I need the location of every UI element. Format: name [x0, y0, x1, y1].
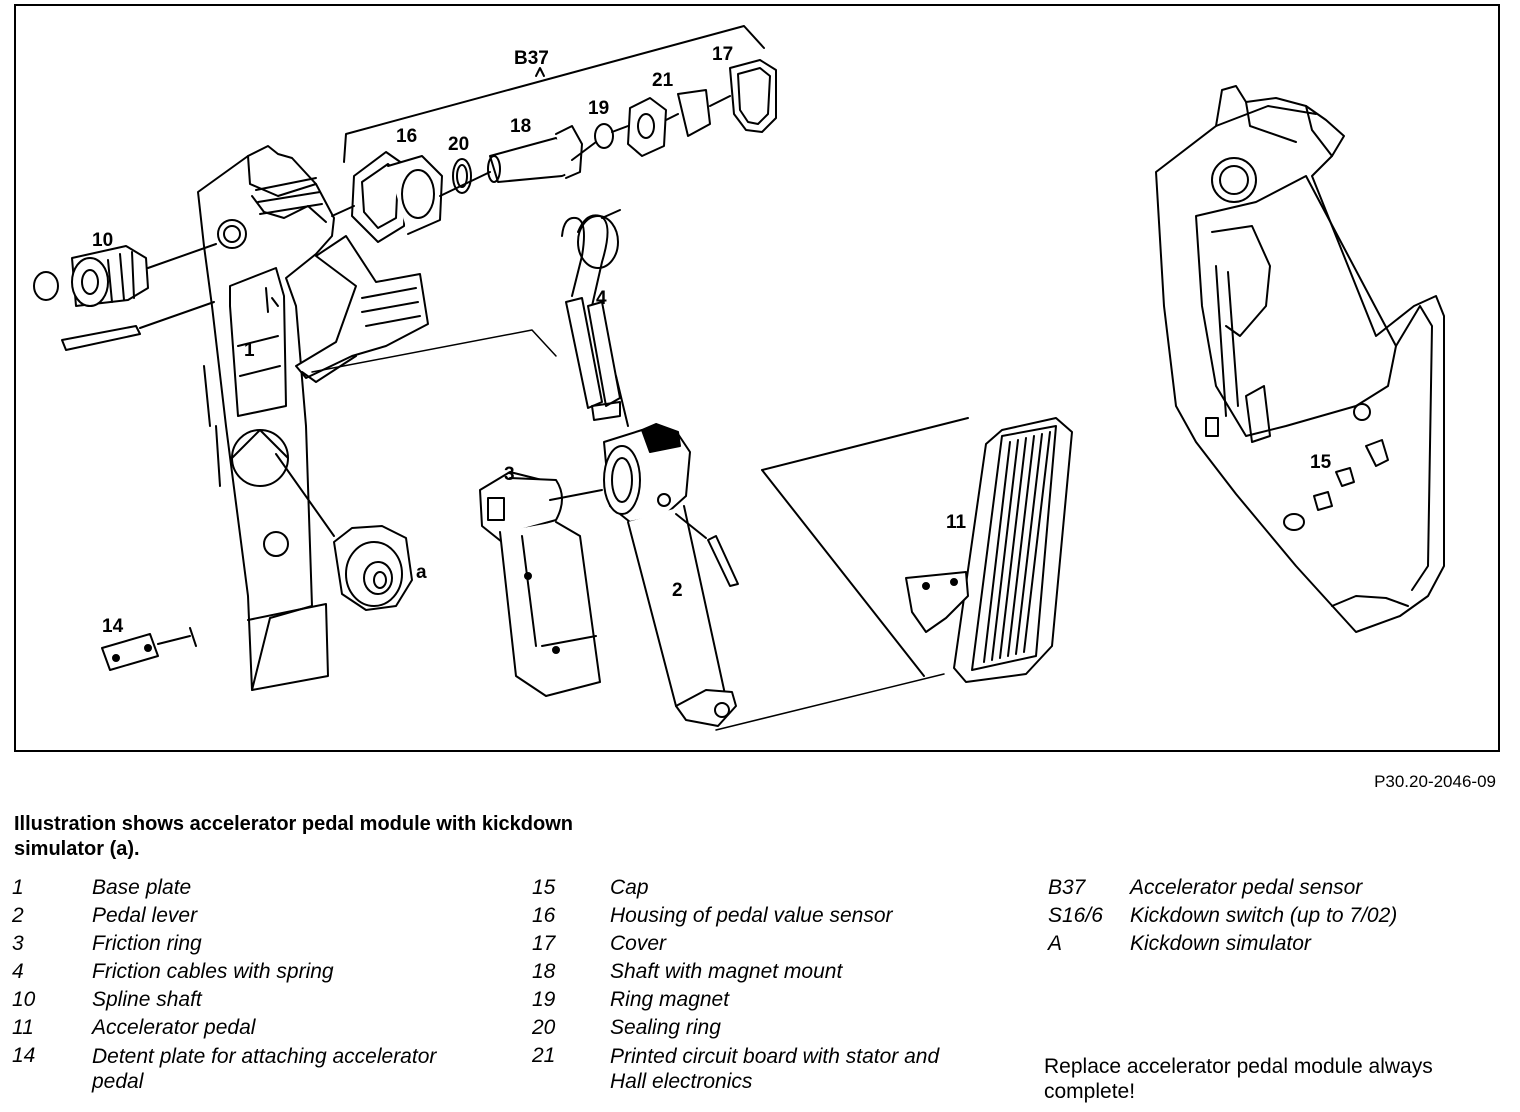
legend-item: 1 Base plate: [12, 876, 492, 904]
legend-item-text: Kickdown simulator: [1130, 932, 1311, 955]
legend-item-text: Shaft with magnet mount: [610, 960, 843, 983]
figure-caption: Illustration shows accelerator pedal mod…: [14, 813, 574, 860]
legend-item: 19 Ring magnet: [532, 988, 992, 1016]
legend-item-number: 10: [12, 988, 36, 1011]
label-10: 10: [92, 230, 113, 251]
legend-item: 18 Shaft with magnet mount: [532, 960, 992, 988]
legend-item: 4 Friction cables with spring: [12, 960, 492, 988]
legend-item-number: S16/6: [1048, 904, 1103, 927]
legend-item: 14 Detent plate for attaching accelerator…: [12, 1044, 492, 1096]
label-a: a: [416, 562, 427, 583]
friction-ring-drawing: [479, 471, 603, 697]
legend-item-number: B37: [1048, 876, 1086, 899]
spline-shaft-drawing: [33, 243, 217, 351]
legend-item-number: 18: [532, 960, 556, 983]
exploded-view-illustration: B37 16 20 18 19 21 17 10 1 4 3 2 a 11 14…: [14, 4, 1500, 752]
legend-item-text: Ring magnet: [610, 988, 730, 1011]
sensor-housing-drawing: [295, 235, 429, 383]
legend-item-text: Friction cables with spring: [92, 960, 334, 983]
kickdown-simulator-drawing: [275, 453, 413, 611]
legend-item: S16/6 Kickdown switch (up to 7/02): [1048, 904, 1508, 932]
pedal-module-drawing: B37 16 20 18 19 21 17 10 1 4 3 2 a 11 14…: [33, 25, 1445, 731]
label-19: 19: [588, 98, 609, 119]
legend-item-text: Housing of pedal value sensor: [610, 904, 893, 927]
b37-bracket: [343, 25, 765, 163]
legend-item-text: Base plate: [92, 876, 192, 899]
label-21: 21: [652, 70, 674, 91]
legend-item-number: 17: [532, 932, 556, 955]
legend-item-text: Spline shaft: [92, 988, 202, 1011]
legend-item-number: 11: [12, 1016, 34, 1039]
label-b37: B37: [514, 48, 549, 69]
label-3: 3: [504, 464, 515, 485]
replacement-note: Replace accelerator pedal module always …: [1044, 1055, 1433, 1103]
legend-item: 11 Accelerator pedal: [12, 1016, 492, 1044]
legend-item: 16 Housing of pedal value sensor: [532, 904, 992, 932]
legend-column-1: 1 Base plate 2 Pedal lever 3 Friction ring 4 Fr…: [12, 876, 492, 1096]
legend-item: 17 Cover: [532, 932, 992, 960]
legend-item: 3 Friction ring: [12, 932, 492, 960]
legend-item-text: Cap: [610, 876, 649, 899]
base-plate-drawing: [197, 145, 335, 691]
label-17: 17: [712, 44, 733, 65]
legend-item: 2 Pedal lever: [12, 904, 492, 932]
legend-item-text: Pedal lever: [92, 904, 198, 927]
legend-item-number: 3: [12, 932, 24, 955]
legend-item-text: Detent plate for attaching accelerator p…: [92, 1045, 437, 1093]
label-4: 4: [596, 288, 607, 309]
legend-item: 20 Sealing ring: [532, 1016, 992, 1044]
legend-item: 21 Printed circuit board with stator and …: [532, 1044, 992, 1096]
legend-item: B37 Accelerator pedal sensor: [1048, 876, 1508, 904]
label-1: 1: [244, 340, 255, 361]
friction-cables-drawing: [561, 209, 621, 421]
assembled-module-drawing: [1155, 85, 1445, 633]
label-20: 20: [448, 134, 469, 155]
legend-item: 10 Spline shaft: [12, 988, 492, 1016]
legend-item-number: 1: [12, 876, 24, 899]
legend-item-text: Printed circuit board with stator and Ha…: [610, 1045, 940, 1093]
legend-item-text: Kickdown switch (up to 7/02): [1130, 904, 1398, 927]
label-14: 14: [102, 616, 124, 637]
label-18: 18: [510, 116, 531, 137]
label-16: 16: [396, 126, 417, 147]
label-2: 2: [672, 580, 683, 601]
detent-plate-drawing: [101, 627, 197, 671]
legend-item-number: 15: [532, 876, 556, 899]
legend-item: A Kickdown simulator: [1048, 932, 1508, 960]
sensor-parts-drawing: [331, 59, 777, 243]
pedal-lever-drawing: [603, 375, 739, 727]
label-15: 15: [1310, 452, 1332, 473]
legend-item-number: 14: [12, 1044, 36, 1067]
legend-item-number: 19: [532, 988, 556, 1011]
legend-item: 15 Cap: [532, 876, 992, 904]
legend-item-text: Accelerator pedal sensor: [1130, 876, 1363, 899]
legend-item-number: 4: [12, 960, 24, 983]
legend-item-number: 20: [532, 1016, 556, 1039]
legend-item-number: 16: [532, 904, 556, 927]
label-11: 11: [946, 512, 967, 533]
legend-item-text: Friction ring: [92, 932, 202, 955]
legend-item-number: 2: [12, 904, 24, 927]
legend-item-number: A: [1048, 932, 1063, 955]
legend-item-text: Cover: [610, 932, 667, 955]
legend-item-text: Accelerator pedal: [92, 1016, 256, 1039]
legend-item-number: 21: [532, 1044, 556, 1067]
figure-reference: P30.20-2046-09: [1374, 772, 1496, 791]
accelerator-pedal-drawing: [761, 417, 1073, 683]
legend-column-2: 15 Cap 16 Housing of pedal value sensor 17 Co…: [532, 876, 992, 1096]
legend-item-text: Sealing ring: [610, 1016, 721, 1039]
